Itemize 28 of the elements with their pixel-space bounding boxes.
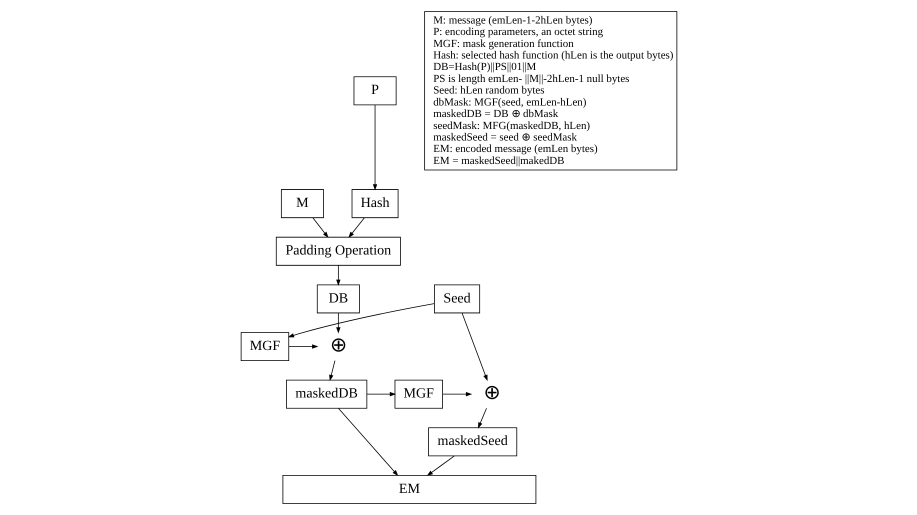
node-text: ⊕	[483, 382, 500, 404]
arrow	[336, 312, 340, 334]
arrow	[461, 312, 488, 382]
arrow	[288, 344, 318, 349]
node-box: DB	[316, 284, 360, 314]
node-box: MGF	[394, 380, 442, 409]
node-box: maskedSeed	[428, 427, 517, 456]
arrow	[366, 392, 396, 396]
arrow	[338, 408, 398, 476]
node-box: Seed	[434, 284, 480, 314]
node-box: MGF	[240, 332, 289, 361]
arrow	[336, 264, 340, 286]
arrow	[287, 303, 434, 338]
node-box: M	[280, 189, 324, 218]
arrow	[442, 392, 472, 396]
node-box: M: message (emLen-1-2hLen bytes) P: encoding parameters, an octet string MGF: mask generation function Hash: selected hash function (hLen is the output bytes) DB=Hash(P)||PS||01||M PS is length emLen- ||M||-2hLen-1 null bytes Seed: hLen random bytes dbMask: MGF(seed, emLen-hLen) maskedDB = DB ⊕ dbMask seedMask: MFG(maskedDB, hLen) maskedSeed = seed ⊕ seedMask EM: encoded message (emLen bytes) EM = maskedSeed||makedDB	[424, 11, 677, 170]
node-box: Padding Operation	[275, 236, 400, 266]
arrow	[312, 217, 328, 238]
node-box: P	[353, 76, 396, 106]
arrow	[328, 360, 335, 382]
node-box: EM	[282, 474, 536, 504]
node-box: Hash	[351, 189, 398, 218]
node-box: maskedDB	[286, 380, 367, 409]
arrow	[348, 217, 364, 238]
node-text: ⊕	[329, 334, 346, 356]
arrow	[426, 456, 454, 476]
arrow	[477, 408, 486, 429]
arrow	[372, 104, 377, 191]
